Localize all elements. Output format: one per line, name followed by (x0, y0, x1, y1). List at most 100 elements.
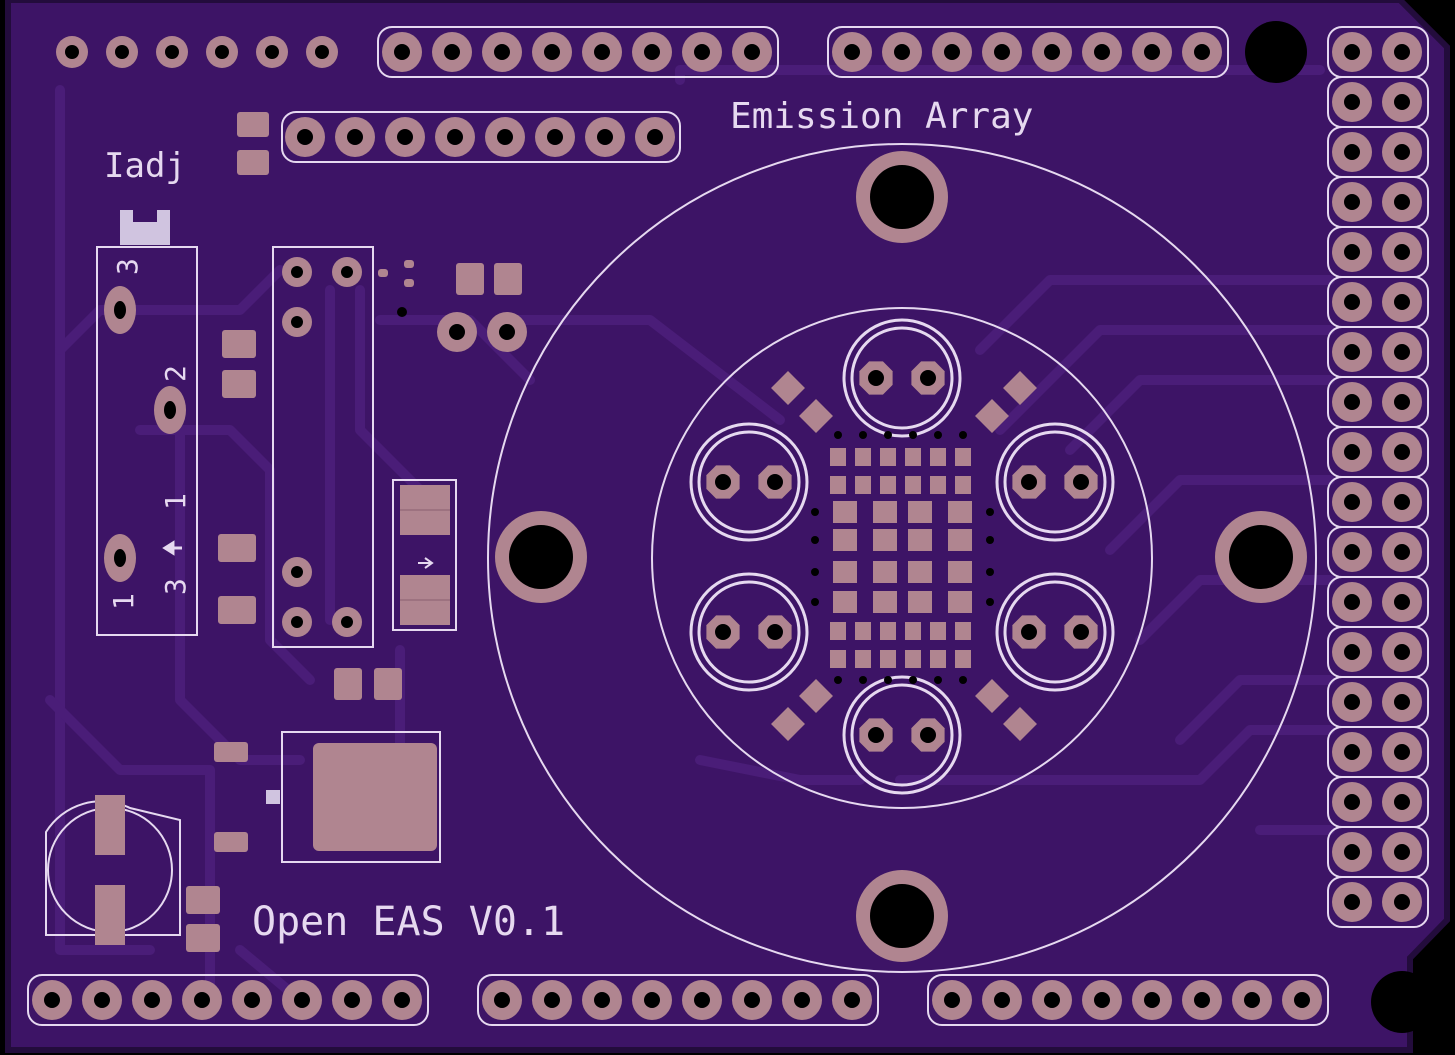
led-inner-outline (697, 580, 801, 684)
pot-pin-3-bottom: 3 (159, 578, 192, 595)
smd-pad (456, 263, 484, 295)
pad-drill (1344, 744, 1360, 760)
pad-drill (497, 129, 513, 145)
header-outline (1327, 876, 1429, 928)
potentiometer (96, 210, 198, 636)
pad-drill (44, 992, 60, 1008)
matrix-via (811, 598, 819, 606)
diamond-pad (1003, 371, 1037, 405)
pad-drill (1344, 594, 1360, 610)
matrix-via (884, 676, 892, 684)
matrix-pad (905, 622, 921, 640)
pad-drill (494, 44, 510, 60)
diode-outline (392, 479, 457, 631)
pad-drill (1144, 44, 1160, 60)
led-outline (995, 572, 1115, 692)
pad-drill (694, 44, 710, 60)
matrix-via (959, 676, 967, 684)
pad-drill (1294, 992, 1310, 1008)
pad-drill (1021, 624, 1037, 640)
pad-drill (868, 727, 884, 743)
pad-drill (1073, 474, 1089, 490)
matrix-pad (833, 591, 857, 613)
matrix-via (986, 568, 994, 576)
pad-drill (1394, 394, 1410, 410)
pad-drill (347, 129, 363, 145)
diagonal-pads (771, 371, 1037, 741)
pad-drill (1094, 44, 1110, 60)
pad-drill (920, 370, 936, 386)
pad-drill (1344, 844, 1360, 860)
pad-drill (1344, 244, 1360, 260)
led-outline (842, 318, 962, 438)
led-outline (689, 422, 809, 542)
pad-drill (1394, 544, 1410, 560)
corner-hole (1371, 971, 1433, 1033)
pad-drill (994, 992, 1010, 1008)
matrix-pad (833, 501, 857, 523)
board-title: Open EAS V0.1 (252, 899, 565, 945)
pad-drill (1344, 194, 1360, 210)
matrix-pad (948, 591, 972, 613)
pad-drill (944, 44, 960, 60)
smd-pad (186, 886, 220, 914)
pad-drill (1044, 44, 1060, 60)
matrix-pad (833, 561, 857, 583)
matrix-pad (930, 622, 946, 640)
pad-drill (1394, 244, 1410, 260)
matrix-via (909, 431, 917, 439)
matrix-via (834, 676, 842, 684)
pad-drill (1044, 992, 1060, 1008)
pad-drill (1194, 992, 1210, 1008)
pot-label: Iadj (104, 146, 186, 186)
pad-drill (394, 44, 410, 60)
pad-drill (544, 44, 560, 60)
pad-drill (868, 370, 884, 386)
matrix-pad (830, 476, 846, 494)
smd-pad (404, 260, 414, 268)
matrix-pad (880, 622, 896, 640)
matrix-via (986, 536, 994, 544)
pad-drill (1344, 894, 1360, 910)
pad-drill (694, 992, 710, 1008)
matrix-pad (948, 529, 972, 551)
pad-drill (291, 316, 303, 328)
led-inner-outline (850, 683, 954, 787)
mount-drill (870, 165, 934, 229)
pad-drill (1194, 44, 1210, 60)
matrix-pad (930, 476, 946, 494)
led-outlines (689, 318, 1115, 795)
pad-drill (1094, 992, 1110, 1008)
pad-drill (1344, 94, 1360, 110)
pad-drill (397, 129, 413, 145)
smd-pad (334, 668, 362, 700)
led-inner-outline (850, 326, 954, 430)
matrix-pad (948, 501, 972, 523)
pad-drill (394, 992, 410, 1008)
pad-drill (1394, 144, 1410, 160)
copper-traces (45, 65, 1335, 1005)
pad-drill (1394, 444, 1410, 460)
diamond-pad (975, 679, 1009, 713)
pad-drill (1394, 794, 1410, 810)
matrix-pad (873, 561, 897, 583)
pad-drill (65, 45, 79, 59)
pad-drill (1394, 494, 1410, 510)
pad-drill (644, 992, 660, 1008)
smd-pad (378, 269, 388, 277)
pad-drill (844, 44, 860, 60)
matrix-pad (948, 561, 972, 583)
ic-outline (272, 246, 374, 648)
smd-pad (237, 112, 269, 137)
pad-drill (94, 992, 110, 1008)
mount-drill (509, 525, 573, 589)
pad-drill (1344, 344, 1360, 360)
array-label: Emission Array (730, 96, 1033, 137)
diamond-pad (799, 679, 833, 713)
pot-pin-1-left: 1 (107, 593, 140, 610)
pad-drill (291, 266, 303, 278)
pad-drill (547, 129, 563, 145)
smd-pad (214, 832, 248, 852)
emission-array-rings (487, 143, 1317, 973)
